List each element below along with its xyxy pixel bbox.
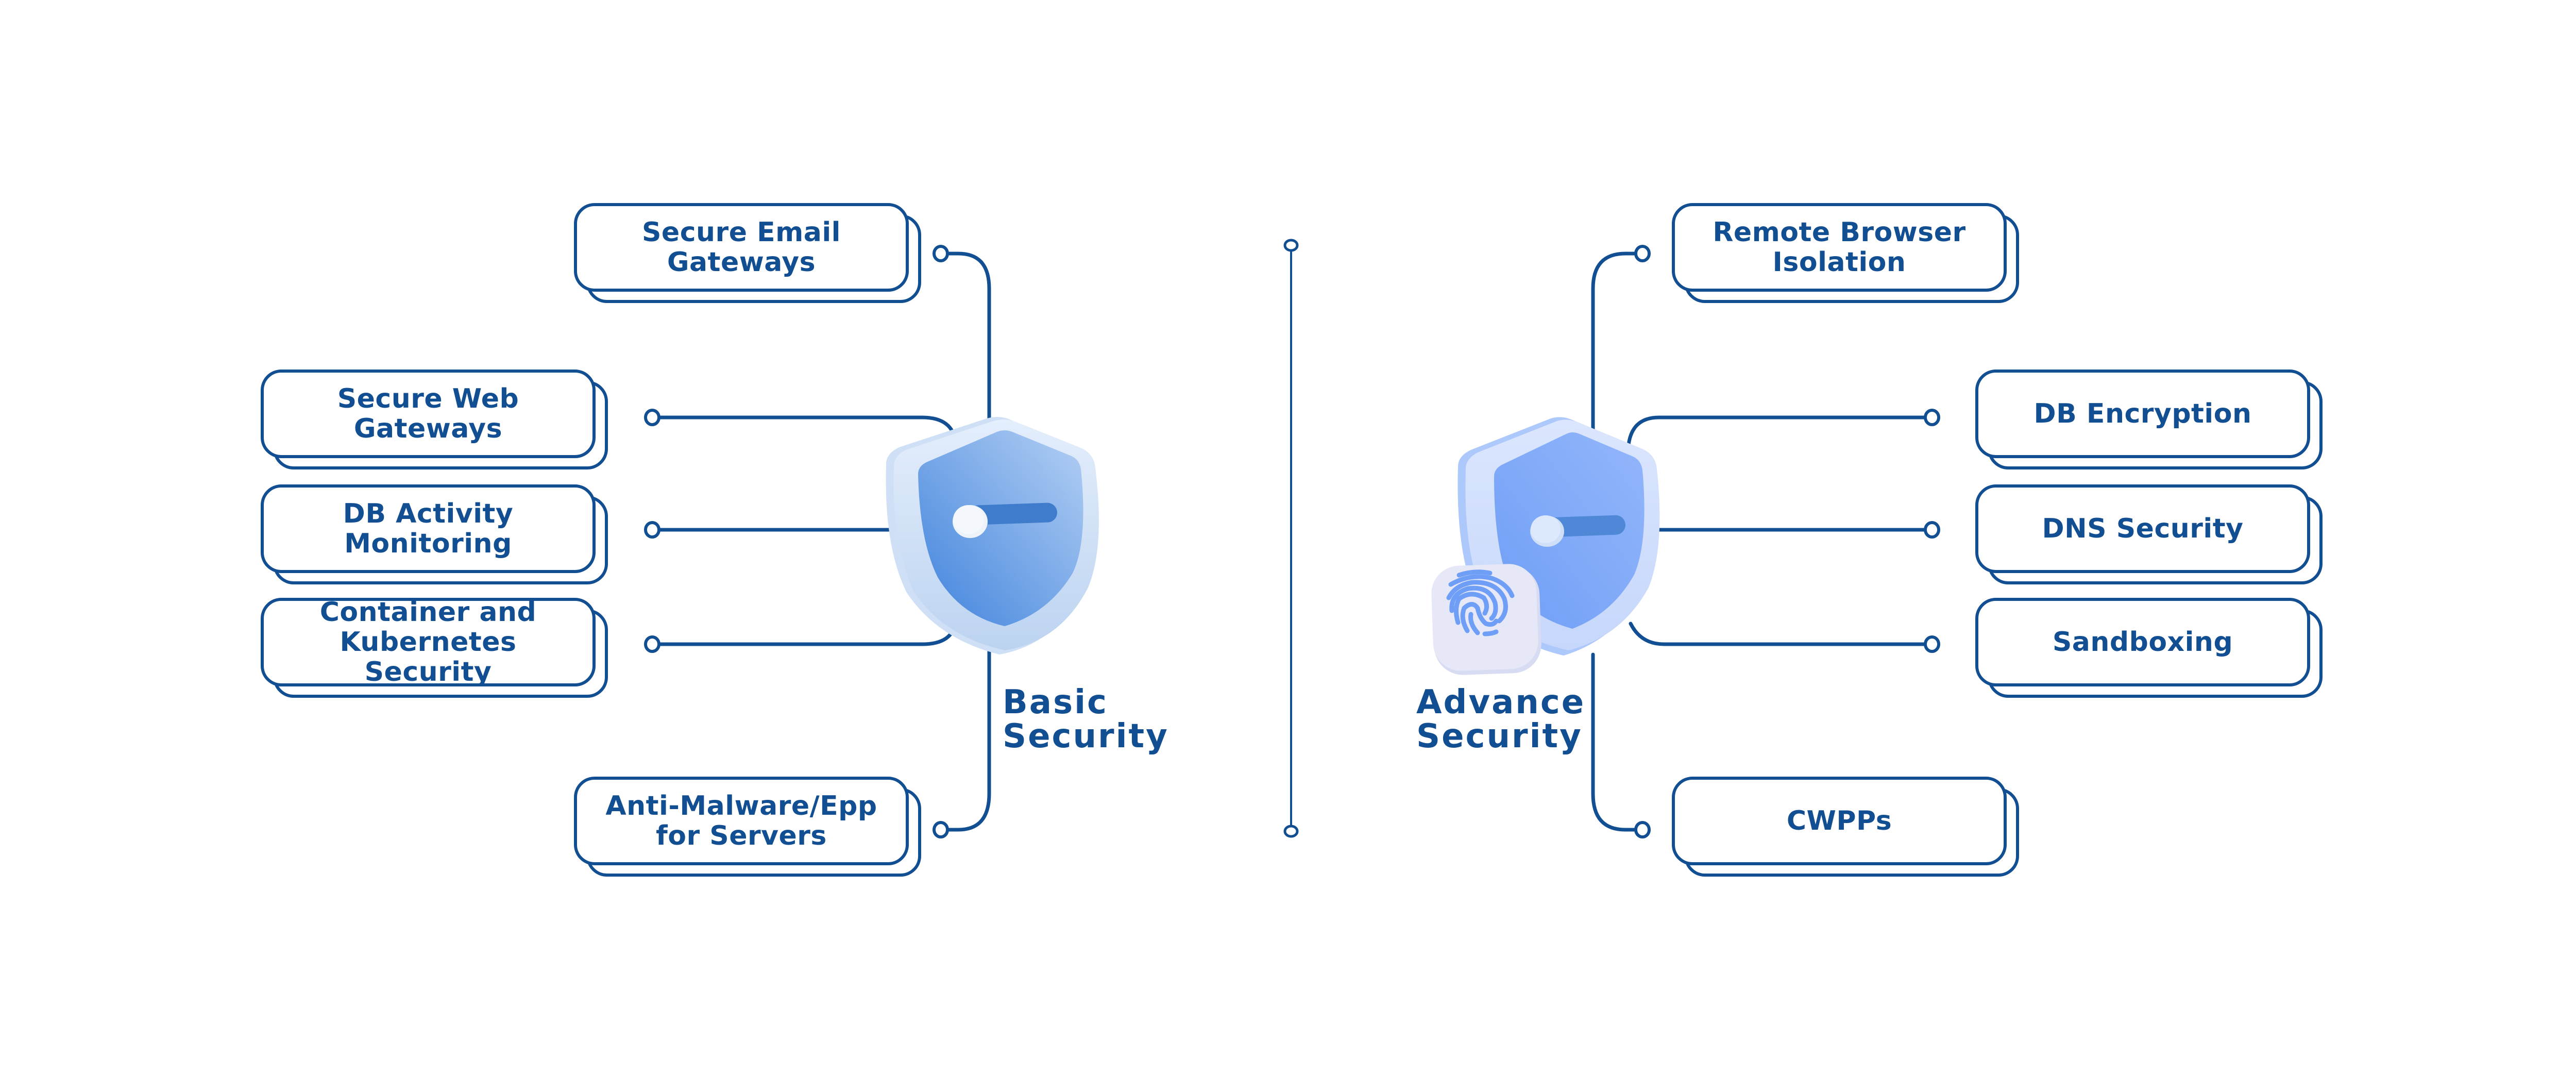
- advance-branch-sandboxing: [1629, 622, 1926, 646]
- node-remote-browser-isolation[interactable]: Remote Browser Isolation: [1672, 203, 2019, 303]
- connector-dot: [644, 635, 660, 653]
- advance-trunk-bottom: [1591, 652, 1637, 832]
- divider-dot-top: [1283, 239, 1299, 252]
- node-anti-malware-epp[interactable]: Anti-Malware/Epp for Servers: [574, 777, 921, 877]
- advance-trunk-top: [1591, 251, 1637, 440]
- node-card: Secure Web Gateways: [261, 370, 596, 458]
- connector-dot: [1634, 821, 1651, 838]
- connector-dot: [644, 409, 660, 426]
- fingerprint-badge: [1431, 564, 1541, 675]
- basic-trunk-bottom: [946, 647, 991, 832]
- node-label: DB Encryption: [2033, 398, 2252, 429]
- basic-connector-dots: [644, 245, 949, 838]
- advance-connector-dots: [1634, 245, 1940, 838]
- node-label: Remote Browser Isolation: [1713, 217, 1966, 278]
- basic-security-title: Basic Security: [1003, 683, 1169, 756]
- node-dns-security[interactable]: DNS Security: [1975, 484, 2323, 584]
- node-card: Remote Browser Isolation: [1672, 203, 2007, 292]
- node-card: CWPPs: [1672, 777, 2007, 865]
- basic-trunk-top: [946, 251, 991, 430]
- advance-branch-db-encryption: [1626, 415, 1926, 456]
- basic-branch-web: [656, 415, 958, 445]
- node-label: DB Activity Monitoring: [343, 498, 514, 559]
- fingerprint-icon: [1446, 569, 1515, 636]
- node-sandboxing[interactable]: Sandboxing: [1975, 598, 2323, 698]
- node-db-encryption[interactable]: DB Encryption: [1975, 370, 2323, 469]
- node-label: DNS Security: [2042, 513, 2244, 544]
- node-card: Sandboxing: [1975, 598, 2310, 686]
- node-label: CWPPs: [1786, 806, 1892, 836]
- node-container-kubernetes-security[interactable]: Container and Kubernetes Security: [261, 597, 608, 698]
- connector-dot: [1924, 409, 1940, 426]
- connector-dot: [1924, 521, 1940, 539]
- center-divider: [1283, 239, 1299, 838]
- basic-shield-icon: [886, 417, 1099, 655]
- node-card: Container and Kubernetes Security: [261, 597, 596, 687]
- node-secure-web-gateways[interactable]: Secure Web Gateways: [261, 370, 608, 469]
- node-cwpps[interactable]: CWPPs: [1672, 777, 2019, 877]
- node-label: Sandboxing: [2052, 627, 2233, 658]
- node-card: Secure Email Gateways: [574, 203, 909, 292]
- node-db-activity-monitoring[interactable]: DB Activity Monitoring: [261, 484, 608, 584]
- connector-dot: [1634, 245, 1651, 262]
- node-label: Anti-Malware/Epp for Servers: [605, 791, 877, 851]
- connector-dot: [933, 245, 949, 262]
- connector-dot: [644, 521, 660, 539]
- node-label: Secure Web Gateways: [337, 383, 519, 444]
- node-label: Secure Email Gateways: [641, 217, 841, 278]
- divider-dot-bottom: [1283, 825, 1299, 838]
- advance-security-title: Advance Security: [1416, 683, 1586, 756]
- connector-dot: [1924, 635, 1940, 653]
- node-card: DNS Security: [1975, 484, 2310, 573]
- node-card: Anti-Malware/Epp for Servers: [574, 777, 909, 865]
- node-secure-email-gateways[interactable]: Secure Email Gateways: [574, 203, 921, 303]
- basic-branch-container: [656, 619, 958, 646]
- connector-dot: [933, 821, 949, 838]
- node-label: Container and Kubernetes Security: [319, 597, 537, 687]
- basic-connectors: [656, 251, 991, 832]
- node-card: DB Activity Monitoring: [261, 484, 596, 573]
- node-card: DB Encryption: [1975, 370, 2310, 458]
